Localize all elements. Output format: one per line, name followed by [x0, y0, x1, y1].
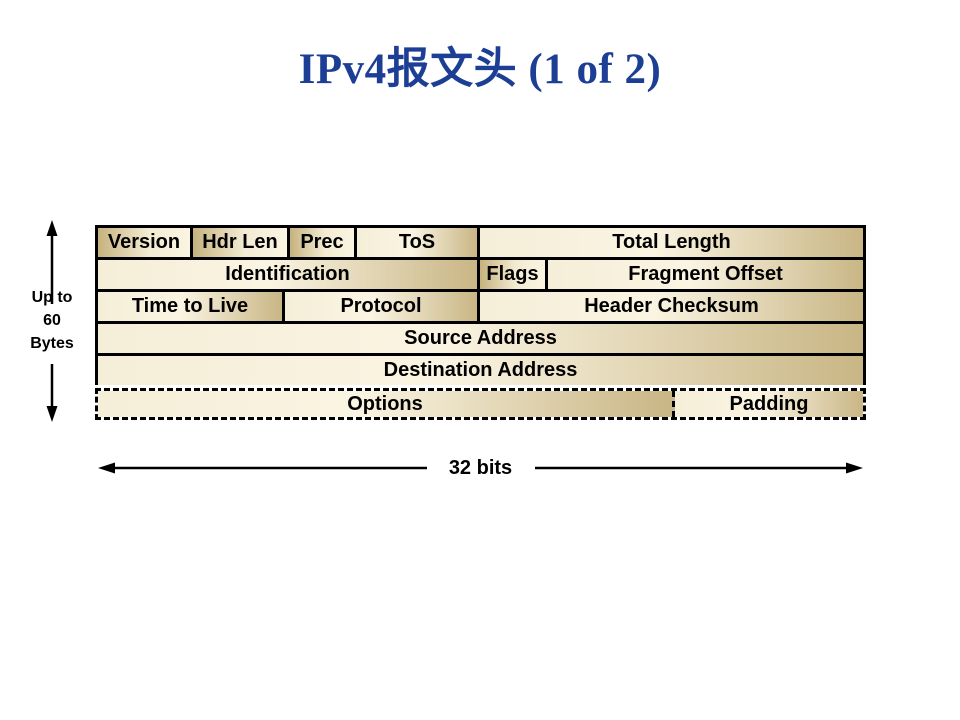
- up-down-arrow-icon: [46, 220, 58, 422]
- left-right-arrow-icon: [98, 462, 863, 474]
- header-row-5: Destination Address: [95, 353, 866, 388]
- field-padding: Padding: [672, 391, 863, 417]
- field-time-to-live: Time to Live: [95, 289, 285, 324]
- field-tos: ToS: [354, 225, 480, 260]
- header-row-4: Source Address: [95, 321, 866, 356]
- field-destination-address: Destination Address: [95, 353, 866, 385]
- field-prec: Prec: [287, 225, 357, 260]
- header-row-6-optional: Options Padding: [95, 388, 866, 420]
- height-label-line: Bytes: [30, 335, 74, 352]
- field-version: Version: [95, 225, 193, 260]
- ipv4-header-diagram: Version Hdr Len Prec ToS Total Length Id…: [95, 225, 866, 420]
- height-label-line: Up to: [31, 289, 73, 306]
- field-source-address: Source Address: [95, 321, 866, 356]
- slide-title: IPv4报文头 (1 of 2): [298, 46, 662, 93]
- width-label: 32 bits: [448, 457, 513, 479]
- field-options: Options: [98, 391, 672, 417]
- field-protocol: Protocol: [282, 289, 480, 324]
- header-row-2: Identification Flags Fragment Offset: [95, 257, 866, 292]
- height-label-line: 60: [43, 312, 61, 329]
- header-row-1: Version Hdr Len Prec ToS Total Length: [95, 225, 866, 260]
- field-total-length: Total Length: [477, 225, 866, 260]
- header-row-3: Time to Live Protocol Header Checksum: [95, 289, 866, 324]
- field-header-checksum: Header Checksum: [477, 289, 866, 324]
- field-identification: Identification: [95, 257, 480, 292]
- height-label: Up to 60 Bytes: [0, 286, 104, 355]
- field-hdr-len: Hdr Len: [190, 225, 290, 260]
- field-flags: Flags: [477, 257, 548, 292]
- field-fragment-offset: Fragment Offset: [545, 257, 866, 292]
